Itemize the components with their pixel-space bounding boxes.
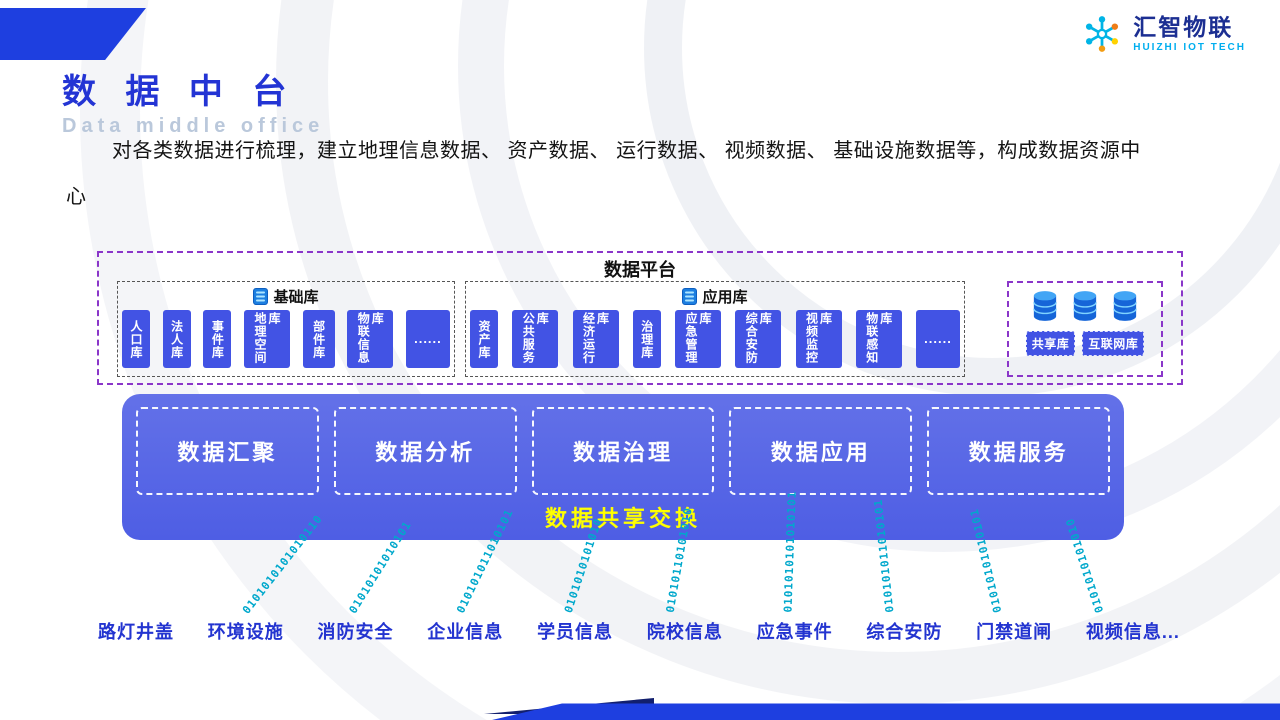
capability-box: 数据应用: [729, 407, 913, 495]
capability-box: 数据服务: [927, 407, 1110, 495]
exchange-label: 数据共享交换: [544, 506, 701, 531]
capability-box: 数据治理: [531, 407, 715, 495]
app-library-items: 资产库 公共服务库 经济运行库 治理库 应急管理库 综合安防库 视频监控库 物联…: [470, 310, 960, 368]
source-label: 综合安防: [866, 622, 943, 642]
source-label: 环境设施: [207, 622, 284, 642]
database-cylinders: [1032, 290, 1138, 322]
basic-library-header: 基础库: [122, 284, 450, 308]
library-item: 物联信息库: [347, 310, 394, 368]
source-label: 学员信息: [537, 622, 614, 642]
library-item: 治理库: [632, 310, 661, 368]
logo: 汇智物联 HUIZHI IOT TECH: [1080, 12, 1246, 56]
database-icon: [682, 287, 698, 305]
capabilities-row: 数据汇聚 数据分析 数据治理 数据应用 数据服务: [136, 407, 1110, 495]
page-subtitle: Data middle office: [62, 115, 325, 137]
library-item-more: ......: [405, 310, 450, 368]
app-library-label: 应用库: [702, 288, 748, 306]
logo-company: 汇智物联: [1133, 13, 1234, 40]
capabilities-panel: 数据汇聚 数据分析 数据治理 数据应用 数据服务 数据共享交换: [122, 394, 1124, 540]
capability-box: 数据汇聚: [136, 407, 319, 495]
database-cylinder-icon: [1113, 291, 1137, 321]
basic-library-items: 人口库 法人库 事件库 地理空间库 部件库 物联信息库 ......: [122, 310, 450, 368]
page-title: 数 据 中 台: [62, 73, 297, 111]
library-item: 应急管理库: [675, 310, 721, 368]
title-block: 数 据 中 台 Data middle office: [62, 64, 324, 138]
source-label: 路灯井盖: [98, 622, 174, 642]
basic-library-group: 基础库 人口库 法人库 事件库 地理空间库 部件库 物联信息库 ......: [117, 281, 455, 377]
logo-icon: [1086, 16, 1119, 52]
app-library-group: 应用库 资产库 公共服务库 经济运行库 治理库 应急管理库 综合安防库 视频监控…: [465, 281, 965, 377]
app-library-header: 应用库: [470, 284, 960, 308]
platform-row: 基础库 人口库 法人库 事件库 地理空间库 部件库 物联信息库 ......: [117, 281, 1163, 377]
library-item: 地理空间库: [243, 310, 290, 368]
database-icon: [253, 287, 269, 305]
library-item: 部件库: [302, 310, 335, 368]
top-left-accent: [0, 8, 146, 60]
library-item: 综合安防库: [735, 310, 782, 368]
library-item: 经济运行库: [572, 310, 619, 368]
shared-library-items: 共享库 互联网库: [1025, 331, 1145, 356]
library-item: 公共服务库: [512, 310, 559, 368]
library-item: 事件库: [203, 310, 232, 368]
basic-library-label: 基础库: [273, 288, 319, 306]
library-item: 资产库: [470, 310, 498, 368]
bottom-right-accent: [492, 703, 1280, 720]
shared-library-chip: 互联网库: [1082, 331, 1145, 356]
library-item: 法人库: [162, 310, 191, 368]
shared-library-group: 共享库 互联网库: [1007, 281, 1163, 377]
source-label: 院校信息: [646, 622, 723, 642]
database-cylinder-icon: [1033, 291, 1057, 321]
description-text: 对各类数据进行梳理，建立地理信息数据、 资产数据、 运行数据、 视频数据、 基础…: [66, 140, 1141, 208]
library-item: 人口库: [122, 310, 150, 368]
platform-title: 数据平台: [604, 260, 676, 280]
shared-library-chip: 共享库: [1025, 331, 1076, 356]
source-labels-row: 路灯井盖 环境设施 消防安全 企业信息 学员信息 院校信息 应急事件 综合安防 …: [98, 618, 1180, 644]
source-label: 门禁道闸: [976, 622, 1053, 642]
library-item: 物联感知库: [855, 310, 902, 368]
database-cylinder-icon: [1073, 291, 1097, 321]
capability-box: 数据分析: [333, 407, 517, 495]
source-label: 视频信息...: [1085, 622, 1180, 642]
source-label: 消防安全: [317, 622, 394, 642]
logo-tagline: HUIZHI IOT TECH: [1133, 42, 1246, 54]
source-label: 企业信息: [427, 622, 504, 642]
source-label: 应急事件: [756, 622, 833, 642]
data-platform-panel: 数据平台 基础库 人口库 法人库 事件库 地理空间库: [97, 251, 1183, 385]
library-item-more: ......: [916, 310, 960, 368]
library-item: 视频监控库: [795, 310, 842, 368]
